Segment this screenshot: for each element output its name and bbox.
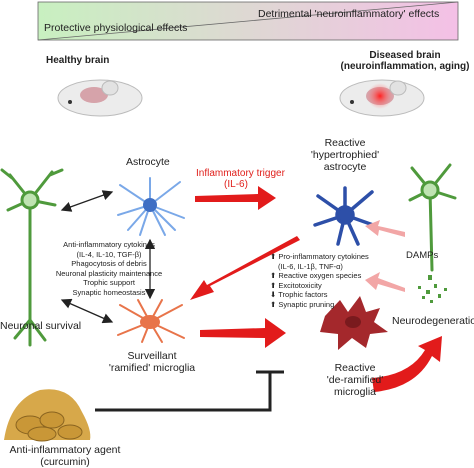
protective-list: Anti-inflammatory cytokines (IL-4, IL-10…	[54, 240, 164, 297]
detrimental-effects-label: Detrimental 'neuroinflammatory' effects	[258, 8, 440, 20]
degenerating-neuron-icon	[408, 163, 457, 272]
trigger-label: Inflammatory trigger (IL-6)	[196, 168, 285, 190]
diseased-brain-label: Diseased brain (neuroinflammation, aging…	[340, 50, 470, 72]
damps-arrows	[365, 220, 405, 292]
healthy-mouse-icon	[57, 79, 143, 117]
protective-item: Phagocytosis of debris	[71, 259, 147, 268]
neuron-microglia-arrow	[60, 298, 114, 324]
neuron-astrocyte-arrow	[60, 190, 114, 212]
healthy-brain-label: Healthy brain	[46, 55, 110, 66]
reactive-microglia-line3: microglia	[333, 386, 376, 398]
reactive-microglia-line2: 'de-ramified'	[326, 374, 384, 386]
neurodegeneration-label: Neurodegeneration	[392, 315, 474, 327]
diseased-brain-line1: Diseased brain	[369, 50, 441, 61]
detrimental-item: ⬇ Trophic factors	[270, 290, 328, 299]
curcumin-icon	[4, 389, 91, 442]
reactive-microglia-label: Reactive 'de-ramified' microglia	[300, 362, 410, 398]
protective-item: (IL-4, IL-10, TGF-β)	[76, 249, 142, 259]
astrocyte-icon	[117, 177, 185, 236]
protective-item: Anti-inflammatory cytokines	[63, 240, 155, 249]
reactive-astrocyte-icon	[313, 186, 378, 246]
agent-line2: (curcumin)	[40, 456, 90, 468]
banner-divider	[37, 1, 459, 41]
reactive-astrocyte-label: Reactive 'hypertrophied' astrocyte	[290, 137, 400, 173]
protective-effects-label: Protective physiological effects	[44, 22, 188, 34]
neuronal-survival-label: Neuronal survival	[0, 320, 82, 332]
diseased-mouse-icon	[339, 79, 425, 117]
inhibition-line	[95, 370, 284, 412]
detrimental-item: ⬆ Synaptic pruning	[270, 299, 335, 309]
detrimental-item: ⬆ Excitotoxicity	[270, 280, 322, 290]
agent-label: Anti-inflammatory agent (curcumin)	[0, 444, 130, 468]
trigger-line1: Inflammatory trigger	[196, 168, 285, 179]
reactive-microglia-line1: Reactive	[334, 362, 376, 374]
agent-line1: Anti-inflammatory agent	[9, 444, 121, 456]
astrocyte-label: Astrocyte	[126, 156, 170, 168]
detrimental-list: ⬆ Pro-inflammatory cytokines (IL-6, IL-1…	[270, 252, 369, 309]
protective-item: Neuronal plasticity maintenance	[55, 268, 163, 278]
protective-item: Synaptic homeostasis	[72, 287, 146, 297]
reactive-astrocyte-line2: 'hypertrophied'	[310, 149, 380, 161]
neuron-fragments	[418, 275, 447, 303]
neurodegeneration-arrow	[372, 336, 442, 392]
surveillant-line2: 'ramified' microglia	[108, 362, 196, 374]
reactive-astrocyte-line3: astrocyte	[323, 161, 367, 173]
detrimental-item: ⬆ Reactive oxygen species	[270, 271, 362, 280]
reactive-microglia-icon	[320, 296, 388, 350]
astrocyte-to-microglia-arrow	[190, 236, 300, 300]
diseased-brain-line2: (neuroinflammation, aging)	[340, 61, 470, 72]
surveillant-line1: Surveillant	[127, 350, 177, 362]
damps-label: DAMPs	[406, 250, 439, 261]
detrimental-item: (IL-6, IL-1β, TNF-α)	[278, 261, 343, 271]
surveillant-microglia-icon	[117, 299, 185, 343]
trigger-line2: (IL-6)	[224, 179, 248, 190]
reactive-astrocyte-line1: Reactive	[324, 137, 366, 149]
surveillant-microglia-label: Surveillant 'ramified' microglia	[92, 350, 212, 374]
detrimental-item: ⬆ Pro-inflammatory cytokines	[270, 252, 369, 261]
microglia-activation-arrow	[200, 318, 286, 348]
trigger-arrow	[195, 186, 276, 210]
healthy-neuron-icon	[0, 168, 64, 347]
protective-item: Trophic support	[83, 278, 135, 287]
